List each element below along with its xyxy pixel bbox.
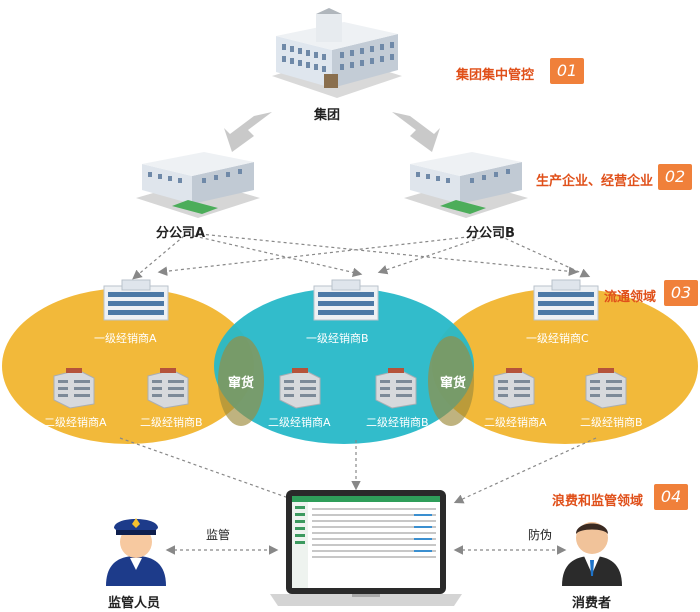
cross-selling-label-bc: 窜货 [440,376,467,391]
overlap-ab [218,336,264,426]
step-2-text: 生产企业、经营企业 [536,174,654,189]
consumer-action-label: 防伪 [528,528,553,542]
secondary-dealer-label: 二级经销商B [580,416,643,429]
branch-b-label: 分公司B [466,226,515,241]
secondary-dealer-label: 二级经销商B [140,416,203,429]
secondary-dealer-icon [147,368,189,409]
secondary-dealer-icon [279,368,321,409]
secondary-dealer-icon [53,368,95,409]
step-4-badge: 04 [654,484,688,510]
primary-dealer-a-building-icon [103,279,169,321]
regulator-label: 监管人员 [108,596,161,611]
cross-selling-label-ab: 窜货 [228,376,255,391]
overlap-bc [428,336,474,426]
secondary-dealer-label: 二级经销商B [366,416,429,429]
hq-arrow-right [392,112,440,152]
hq-label: 集团 [314,108,341,123]
branch-b-building-icon [404,152,528,218]
hq-building-icon [272,8,402,98]
primary-dealer-c-label: 一级经销商C [526,332,589,345]
primary-dealer-a-label: 一级经销商A [94,332,157,345]
step-1-text: 集团集中管控 [456,68,535,83]
secondary-dealer-icon [375,368,417,409]
regulator-avatar-icon [106,518,166,586]
secondary-dealer-icon [493,368,535,409]
primary-dealer-b-building-icon [313,279,379,321]
secondary-dealer-label: 二级经销商A [268,416,331,429]
branch-a-label: 分公司A [156,226,206,241]
step-3-badge: 03 [664,280,698,306]
secondary-dealer-label: 二级经销商A [44,416,107,429]
secondary-dealer-icon [585,368,627,409]
step-3-text: 流通领域 [604,290,657,305]
step-4-text: 浪费和监管领域 [552,494,644,509]
consumer-avatar-icon [562,522,622,586]
branch-a-building-icon [136,152,260,218]
laptop-software-icon [270,490,462,606]
primary-dealer-b-label: 一级经销商B [306,332,369,345]
regulator-action-label: 监管 [206,528,231,542]
consumer-label: 消费者 [572,596,612,611]
secondary-dealer-label: 二级经销商A [484,416,547,429]
step-1-badge: 01 [550,58,584,84]
hq-arrow-left [224,112,272,152]
primary-dealer-c-building-icon [533,279,599,321]
step-2-badge: 02 [658,164,692,190]
